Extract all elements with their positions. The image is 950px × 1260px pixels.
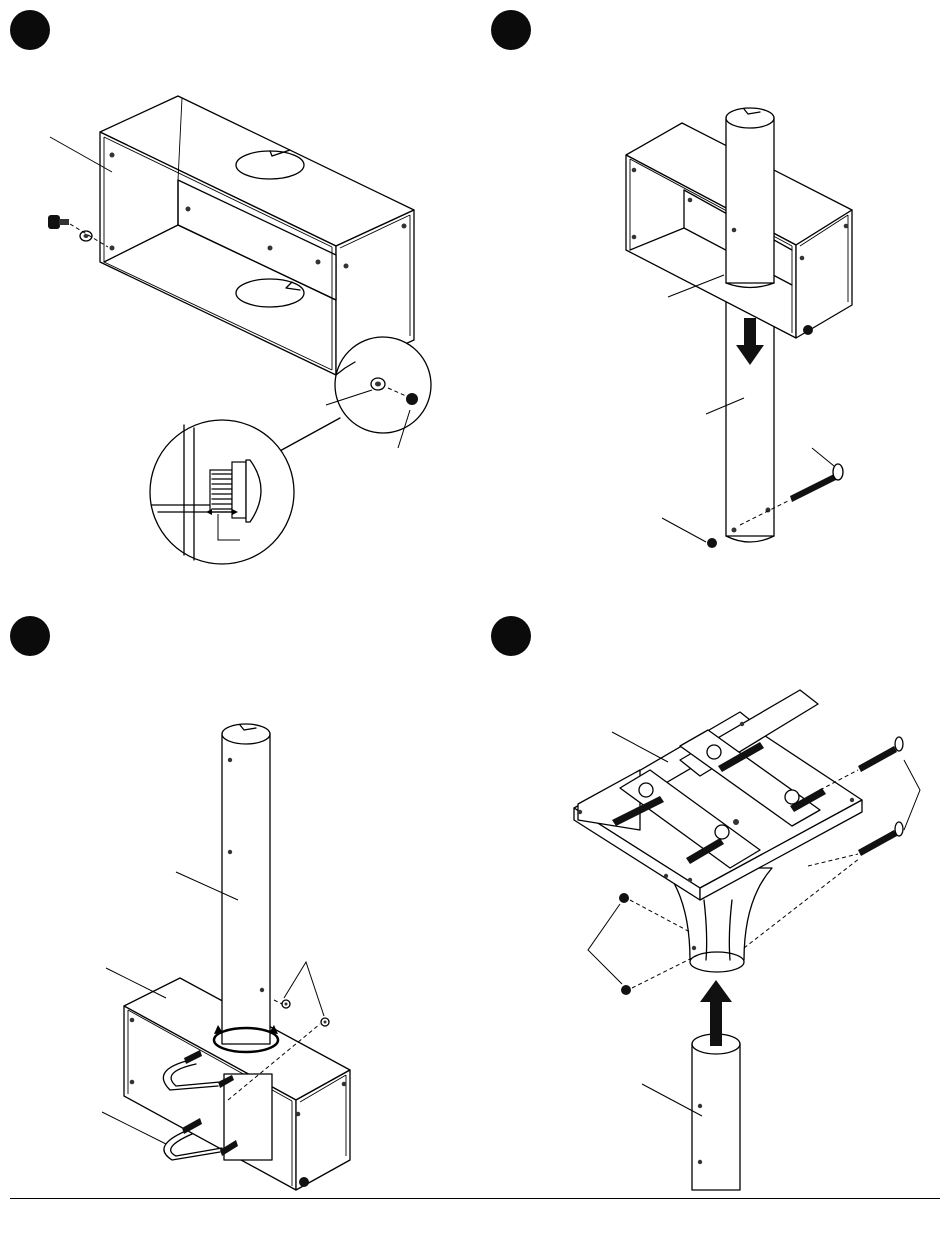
pole-lower-step2: [726, 300, 774, 542]
pole-step4: [692, 1034, 740, 1190]
step-4-badge: [491, 616, 531, 656]
zoom-detail-thread: [152, 425, 261, 560]
step-1-badge: [10, 10, 50, 50]
arrow-up-icon: [700, 980, 732, 1046]
step-2-badge: [491, 10, 531, 50]
rectangular-bracket-box-step3: [124, 978, 350, 1190]
long-bolts-step4: [744, 737, 920, 948]
footer-rule: [10, 1198, 940, 1199]
u-bolt-upper: [163, 1050, 234, 1090]
rotate-arrows-icon: [214, 1025, 278, 1052]
step-3-badge: [10, 616, 50, 656]
nuts-step4: [588, 893, 700, 995]
pole-upper-step2: [726, 108, 774, 288]
u-bolt-lower: [164, 1118, 238, 1160]
gap-arrows-icon: [206, 509, 238, 515]
flared-sleeve: [664, 868, 772, 972]
detail-view-hardware: [326, 362, 418, 448]
arrow-down-icon: [736, 318, 764, 365]
rectangular-bracket-box: [100, 96, 414, 375]
long-bolt-step2: [707, 464, 843, 548]
rectangular-bracket-box-step2: [626, 123, 852, 338]
screw-left: [48, 215, 108, 247]
pole-step3: [222, 724, 270, 1044]
mounting-plate: [574, 690, 862, 900]
